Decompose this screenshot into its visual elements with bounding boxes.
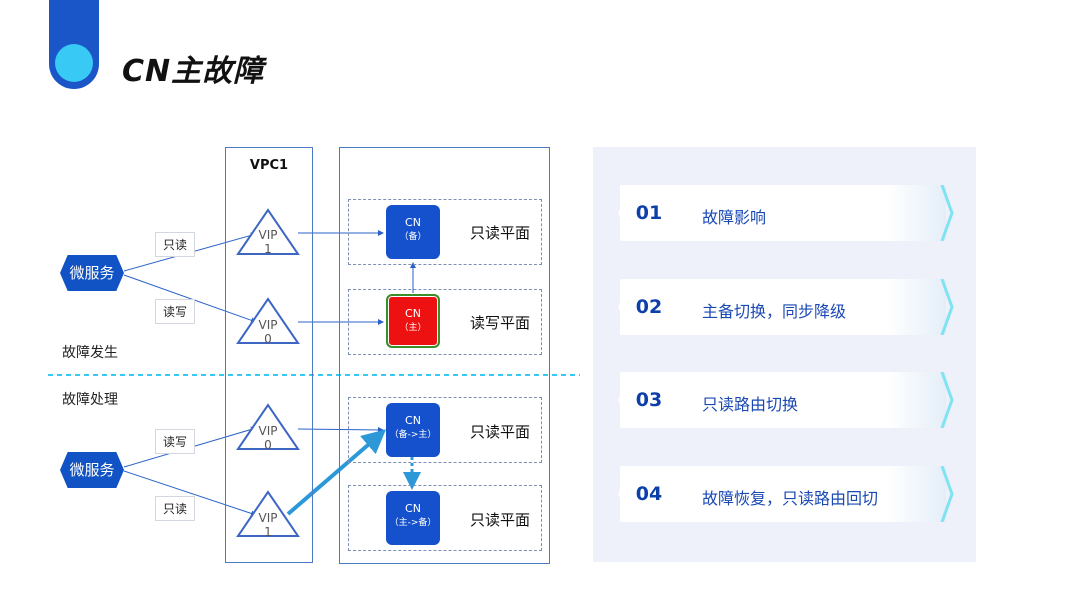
vpc-box <box>225 147 313 563</box>
plane-label-top-upper: 只读平面 <box>470 224 531 242</box>
step-text-4: 故障恢复，只读路由回切 <box>702 489 879 508</box>
edge-ms-vip0-top <box>123 274 257 324</box>
chevron-right-icon <box>940 372 954 428</box>
chevron-right-icon <box>940 466 954 522</box>
vpc-label: VPC1 <box>249 158 289 173</box>
step-number-3: 03 <box>618 372 680 428</box>
plane-label-bottom-lower: 只读平面 <box>470 511 531 529</box>
edge-tag-readwrite-top: 读写 <box>155 299 196 324</box>
plane-readonly-bottom-lower <box>348 485 542 551</box>
step-text-2: 主备切换，同步降级 <box>702 302 847 321</box>
cn-node-main-failed: CN（主） <box>386 294 440 348</box>
step-number-4: 04 <box>618 466 680 522</box>
plane-label-top-lower: 读写平面 <box>470 314 531 332</box>
page-title: CN主故障 <box>122 54 265 89</box>
vip-triangle-top-upper <box>236 208 300 255</box>
plane-readonly-bottom-upper <box>348 397 542 463</box>
title-dot-icon <box>55 44 93 82</box>
vip-triangle-top-lower <box>236 297 300 344</box>
vip-triangle-bottom-upper <box>236 403 300 450</box>
phase-label-handling: 故障处理 <box>62 392 118 408</box>
plane-readwrite-top <box>348 289 542 355</box>
cn-node-demoted: CN（主->备） <box>386 491 440 545</box>
cn-node-standby-top: CN（备） <box>386 205 440 259</box>
cn-container-box <box>339 147 550 564</box>
edge-tag-readwrite-bottom: 读写 <box>155 429 196 454</box>
edge-ms-vip1-bottom <box>123 470 257 517</box>
plane-readonly-top <box>348 199 542 265</box>
chevron-right-icon <box>940 279 954 335</box>
microservice-node-top: 微服务 <box>60 255 124 291</box>
edge-vip1-cn-switch <box>286 429 387 516</box>
cn-node-promoted: CN（备->主） <box>386 403 440 457</box>
microservice-node-bottom: 微服务 <box>60 452 124 488</box>
step-number-1: 01 <box>618 185 680 241</box>
phase-label-fault: 故障发生 <box>62 345 118 361</box>
edge-tag-readonly-bottom: 只读 <box>155 496 196 521</box>
plane-label-bottom-upper: 只读平面 <box>470 423 531 441</box>
chevron-right-icon <box>940 185 954 241</box>
step-text-1: 故障影响 <box>702 208 767 227</box>
step-number-2: 02 <box>618 279 680 335</box>
vip-triangle-bottom-lower <box>236 490 300 537</box>
step-text-3: 只读路由切换 <box>702 395 799 414</box>
edge-tag-readonly-top: 只读 <box>155 232 196 257</box>
